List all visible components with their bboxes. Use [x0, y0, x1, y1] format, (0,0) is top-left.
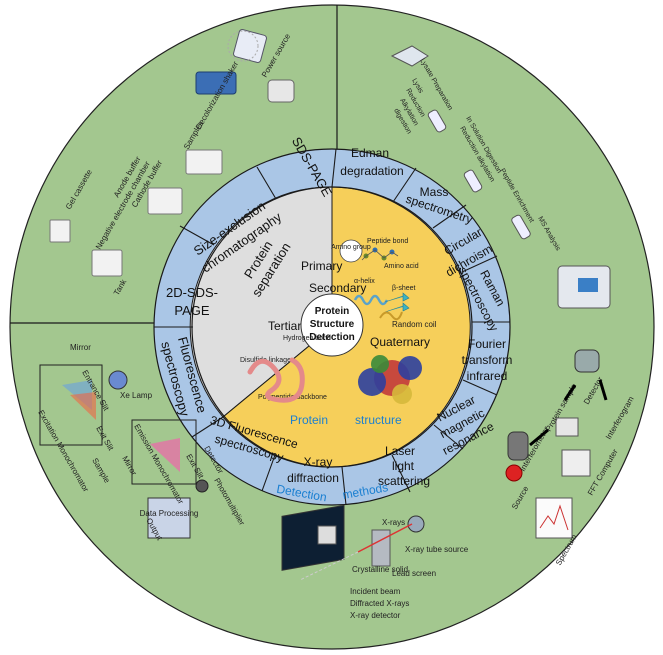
label-xray-2: diffraction	[287, 471, 339, 485]
gel-image-icon	[233, 29, 267, 63]
center-line-3: Detection	[309, 332, 355, 343]
label-xray-tube: X-ray tube source	[405, 545, 469, 554]
label-data-processing: Data Processing	[140, 509, 199, 518]
label-alpha-helix: α-helix	[354, 278, 375, 285]
label-tertiary: Tertiary	[268, 319, 307, 333]
label-crystalline-solid: Crystalline solid	[352, 565, 408, 574]
label-beta-sheet: β-sheet	[392, 285, 416, 292]
label-x-rays: X-rays	[382, 518, 405, 527]
label-ftir-1: Fourier	[468, 337, 506, 351]
tertiary-backbone-icon	[247, 357, 305, 403]
center-line-1: Protein	[315, 306, 349, 317]
beta-sheet-icon	[384, 292, 410, 313]
label-mirror-top: Mirror	[70, 343, 91, 352]
label-laser-2: light	[392, 459, 415, 473]
label-primary: Primary	[301, 259, 342, 273]
center-line-2: Structure	[310, 319, 355, 330]
data-processing-box	[147, 497, 191, 539]
label-edman-2: degradation	[340, 164, 403, 178]
center-circle	[300, 293, 364, 357]
label-xe-lamp: Xe Lamp	[120, 391, 153, 400]
label-x-ray-detector: X-ray detector	[350, 611, 401, 620]
label-peptide-bond: Peptide bond	[367, 238, 408, 245]
amino-group-circle	[339, 239, 363, 263]
label-quaternary: Quaternary	[370, 335, 430, 349]
label-2d-sds-2: PAGE	[174, 303, 209, 318]
label-protein-structure-1: Protein	[290, 413, 328, 427]
label-protein-structure-2: structure	[355, 413, 402, 427]
label-amino-group: Amino group	[331, 244, 371, 251]
peptide-chain-icon	[361, 247, 399, 261]
power-source-box	[195, 71, 237, 95]
alpha-helix-icon	[353, 294, 389, 306]
label-laser-3: scattering	[378, 474, 430, 488]
label-lead-screen: Lead screen	[392, 569, 436, 578]
label-incident-beam: Incident beam	[350, 587, 401, 596]
quadrant-dividers	[10, 5, 338, 324]
ftir-panel: Source Interferometer Protein sample Det…	[505, 349, 636, 567]
label-mass-1: Mass	[420, 185, 449, 199]
label-edman-1: Edman	[351, 146, 389, 160]
label-diffracted-x-rays: Diffracted X-rays	[350, 599, 409, 608]
power-source-icon	[267, 79, 295, 103]
random-coil-icon	[379, 311, 403, 321]
lead-screen-icon	[371, 529, 391, 567]
label-xray-1: X-ray	[304, 455, 333, 469]
label-secondary: Secondary	[309, 281, 366, 295]
ring-separators	[154, 148, 510, 506]
quaternary-protein-icon	[358, 355, 422, 404]
label-random-coil: Random coil	[392, 320, 437, 329]
label-ftir-2: transform	[462, 353, 513, 367]
xray-detector-icon	[281, 504, 345, 571]
label-laser-1: Laser	[385, 444, 415, 458]
xray-panel: X-rays X-ray tube source Lead screen Cry…	[281, 504, 469, 620]
label-2d-sds-1: 2D-SDS-	[166, 285, 218, 300]
label-ftir-3: infrared	[467, 369, 508, 383]
label-hydrogen-bond: Hydrogen bond	[283, 335, 331, 342]
label-amino-acid: Amino acid	[384, 263, 419, 270]
